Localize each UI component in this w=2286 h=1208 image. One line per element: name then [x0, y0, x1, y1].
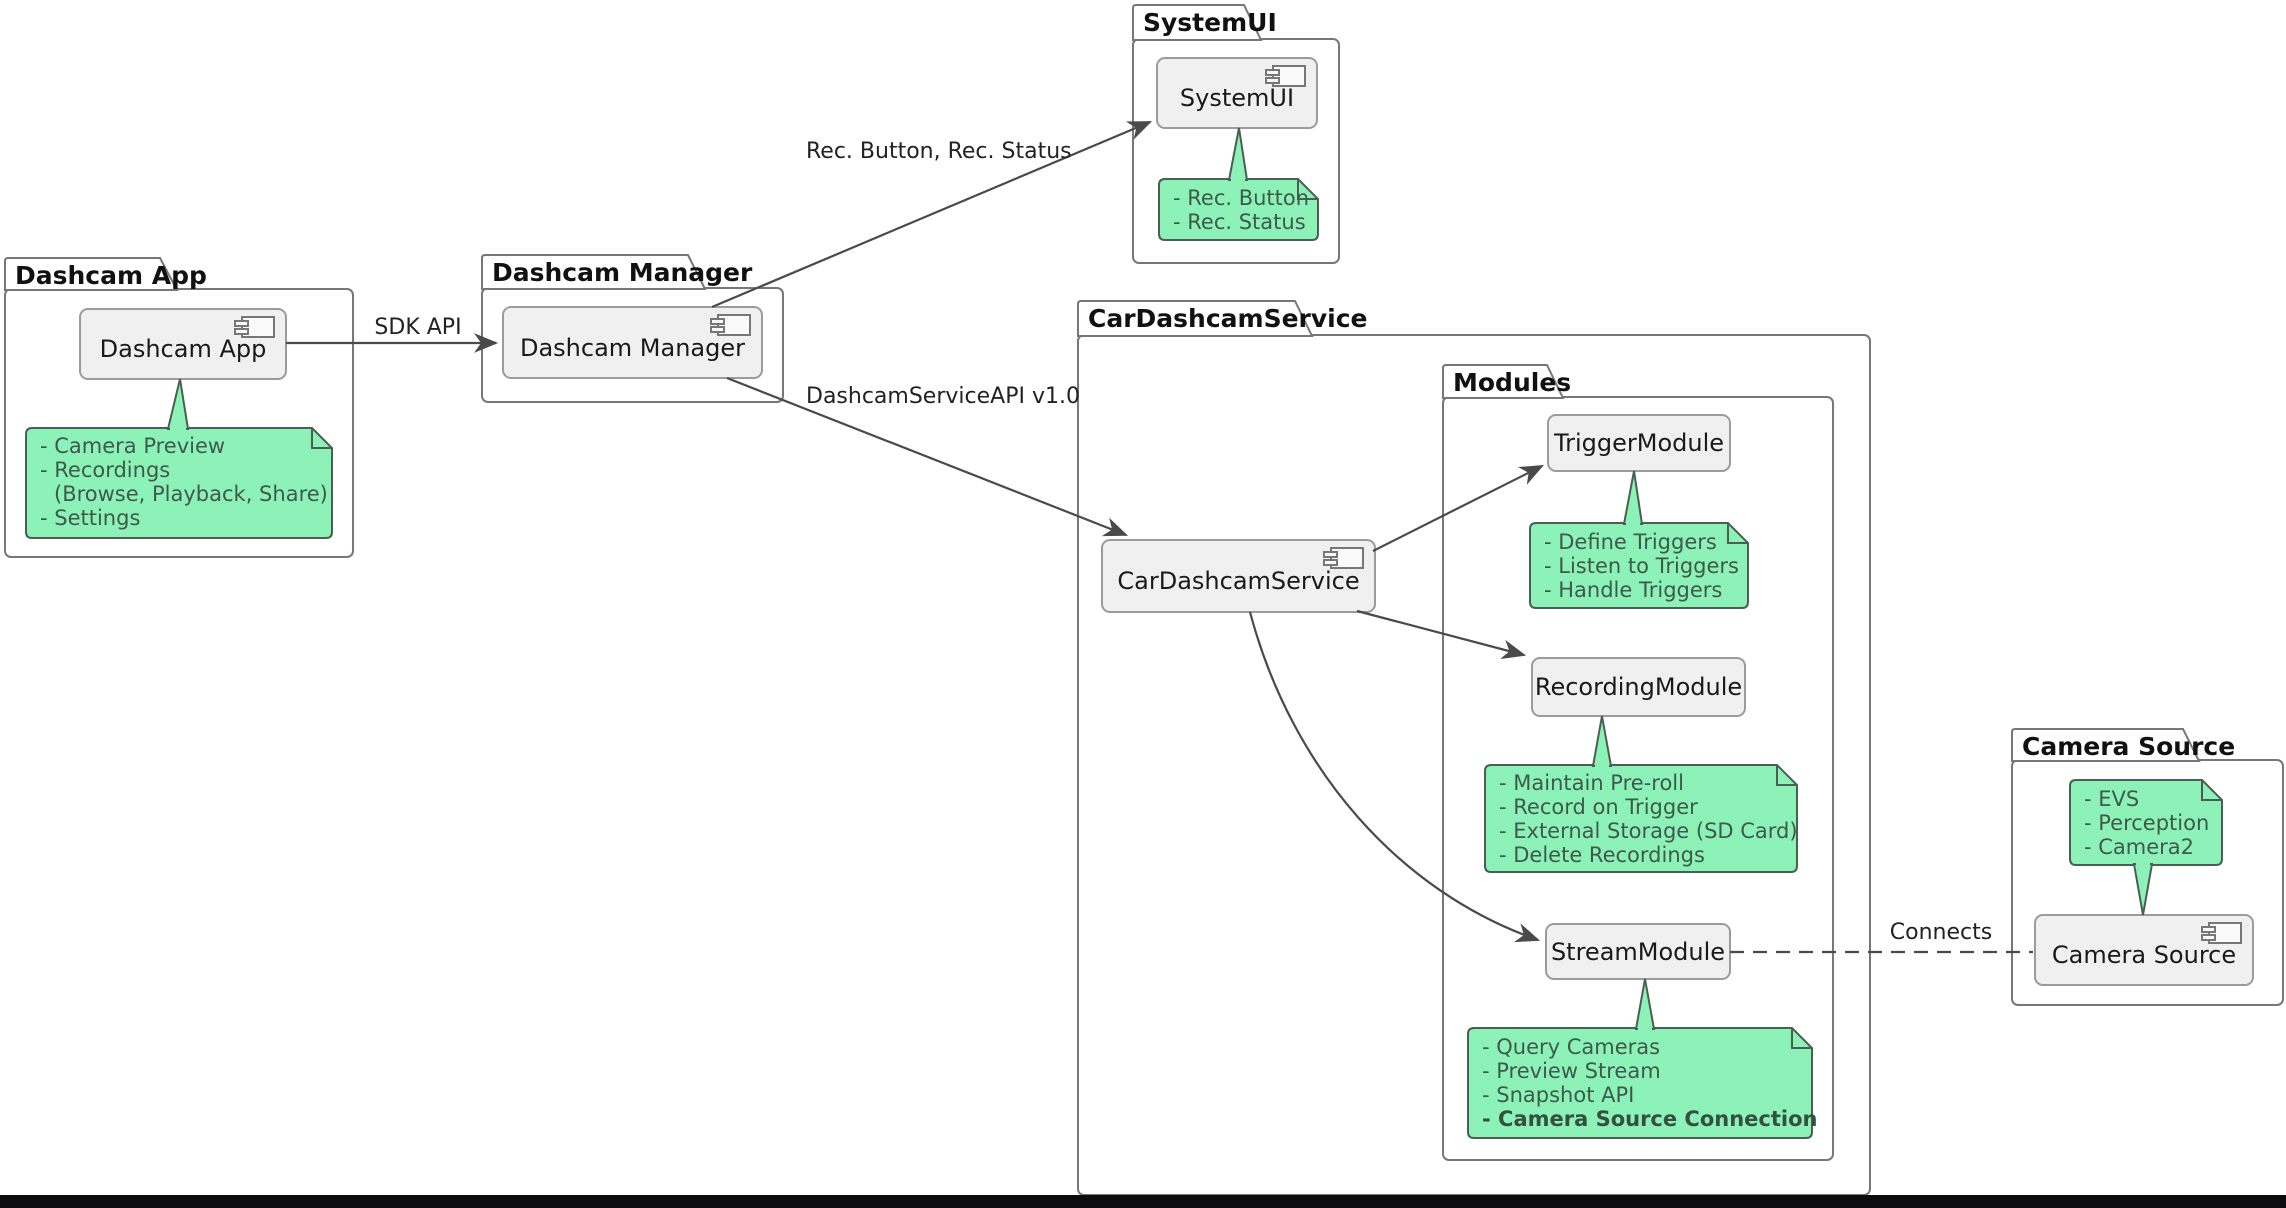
- note-stream-text: - Query Cameras - Preview Stream - Snaps…: [1482, 1035, 1817, 1131]
- component-label-stream-module: StreamModule: [1550, 937, 1726, 966]
- note-trigger-body: [1529, 522, 1749, 609]
- note-stream-line-3: - Snapshot API: [1482, 1083, 1635, 1107]
- note-systemui-body: [1158, 178, 1319, 241]
- package-car-dashcam-service-tab: [1077, 300, 1314, 337]
- package-title-dashcam-manager: Dashcam Manager: [492, 258, 753, 287]
- note-stream-line-1: - Query Cameras: [1482, 1035, 1661, 1059]
- note-systemui-text: - Rec. Button - Rec. Status: [1173, 186, 1309, 234]
- component-label-dashcam-manager: Dashcam Manager: [519, 333, 745, 362]
- component-recording-module-box: [1531, 657, 1746, 717]
- note-recording-line-4: - Delete Recordings: [1499, 843, 1705, 867]
- note-dashcam-app-fold: [311, 428, 332, 449]
- component-trigger-module-box: [1547, 414, 1731, 472]
- edge-label-rec-button-status: Rec. Button, Rec. Status: [806, 139, 1072, 164]
- component-label-car-dashcam-service: CarDashcamService: [1117, 567, 1360, 595]
- note-recording-text: - Maintain Pre-roll - Record on Trigger …: [1499, 771, 1798, 867]
- bottom-black-bar: [0, 1195, 2286, 1208]
- component-car-dashcam-service-box: [1101, 539, 1376, 613]
- note-dashcam-app-line-4: - Settings: [40, 506, 141, 530]
- note-recording-line-3: - External Storage (SD Card): [1499, 819, 1798, 843]
- connector-stream-module: [1248, 611, 1541, 943]
- dashcam-manager-component-icon: [710, 314, 751, 336]
- note-camera-source-body: [2069, 779, 2223, 866]
- note-trigger-text: - Define Triggers - Listen to Triggers -…: [1544, 530, 1739, 602]
- dashcam-app-component-icon: [234, 316, 275, 338]
- note-trigger-line-3: - Handle Triggers: [1544, 578, 1723, 602]
- component-label-camera-source: Camera Source: [2051, 941, 2237, 969]
- component-label-trigger-module: TriggerModule: [1553, 429, 1725, 457]
- package-title-modules: Modules: [1453, 368, 1572, 397]
- component-dashcam-manager-box: [502, 306, 763, 379]
- note-camera-source-text: - EVS - Perception - Camera2: [2084, 787, 2209, 859]
- note-recording-fold: [1776, 765, 1797, 786]
- component-label-recording-module: RecordingModule: [1534, 673, 1743, 701]
- note-dashcam-app-body: [25, 427, 333, 539]
- component-label-systemui: SystemUI: [1179, 84, 1295, 112]
- note-camera-source-fold: [2201, 780, 2222, 801]
- package-systemui-tab: [1132, 4, 1263, 41]
- car-dashcam-service-component-icon: [1323, 547, 1364, 569]
- package-title-systemui: SystemUI: [1143, 8, 1277, 37]
- note-systemui-fold: [1297, 179, 1318, 200]
- package-title-car-dashcam-service: CarDashcamService: [1088, 304, 1368, 333]
- note-trigger-line-1: - Define Triggers: [1544, 530, 1717, 554]
- systemui-component-icon: [1265, 65, 1306, 87]
- edge-label-dashcam-service-api: DashcamServiceAPI v1.0: [806, 384, 1080, 409]
- note-recording-line-2: - Record on Trigger: [1499, 795, 1698, 819]
- note-systemui-line-1: - Rec. Button: [1173, 186, 1310, 210]
- note-systemui-line-2: - Rec. Status: [1173, 210, 1306, 234]
- package-title-dashcam-app: Dashcam App: [15, 261, 207, 290]
- package-title-camera-source: Camera Source: [2022, 732, 2236, 761]
- edge-label-sdk-api: SDK API: [374, 315, 462, 340]
- note-dashcam-app-line-2: - Recordings: [40, 458, 171, 482]
- note-trigger-fold: [1727, 523, 1748, 544]
- component-label-dashcam-app: Dashcam App: [99, 335, 267, 363]
- package-modules-tab: [1442, 364, 1565, 399]
- note-dashcam-app-line-1: - Camera Preview: [40, 434, 226, 458]
- note-recording-body: [1484, 764, 1798, 873]
- package-dashcam-app-tab: [4, 257, 179, 291]
- note-recording-line-1: - Maintain Pre-roll: [1499, 771, 1684, 795]
- connector-trigger-module: [1372, 465, 1544, 552]
- note-dashcam-app-text: - Camera Preview - Recordings (Browse, P…: [40, 434, 328, 530]
- package-dashcam-manager-tab: [481, 254, 707, 290]
- connector-recording-module: [1356, 609, 1527, 659]
- note-camera-source-line-3: - Camera2: [2084, 835, 2195, 859]
- note-stream-line-2: - Preview Stream: [1482, 1059, 1661, 1083]
- note-stream-body: [1467, 1027, 1813, 1139]
- note-stream-line-4: - Camera Source Connection: [1482, 1107, 1818, 1131]
- camera-source-component-icon: [2201, 922, 2242, 944]
- package-camera-source-tab: [2011, 728, 2201, 762]
- connector-dashcam-service-api: [726, 376, 1129, 537]
- edge-label-connects: Connects: [1889, 920, 1993, 945]
- note-camera-source-line-1: - EVS: [2084, 787, 2140, 811]
- note-stream-fold: [1791, 1028, 1812, 1049]
- note-trigger-line-2: - Listen to Triggers: [1544, 554, 1739, 578]
- connector-rec-button-status: [711, 120, 1153, 309]
- note-camera-source-line-2: - Perception: [2084, 811, 2210, 835]
- note-dashcam-app-line-3: (Browse, Playback, Share): [54, 482, 328, 506]
